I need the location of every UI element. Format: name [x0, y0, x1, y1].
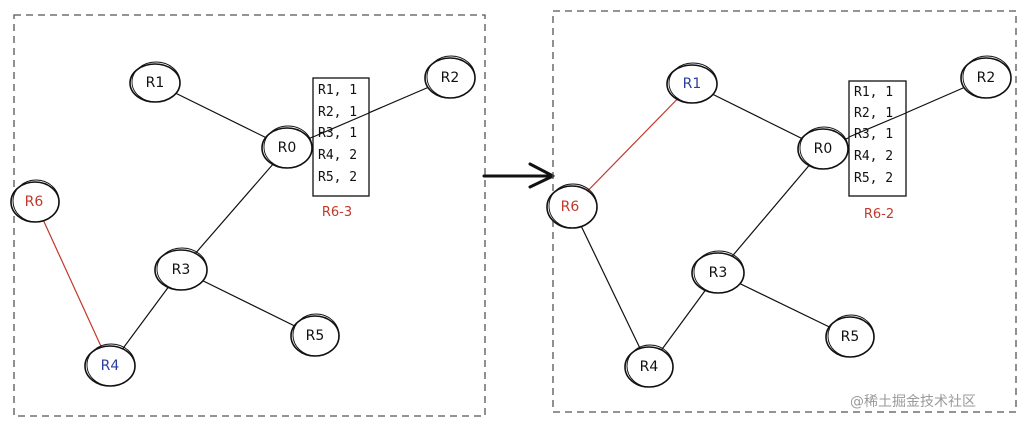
right-table-row: R3, 1: [854, 127, 893, 142]
right-table-row: R2, 1: [854, 106, 893, 121]
right-table-row: R5, 2: [854, 171, 893, 186]
left-node-r6-label: R6: [25, 194, 44, 210]
left-table-row: R4, 2: [318, 148, 357, 163]
left-node-r5: R5: [290, 313, 340, 357]
left-node-r6: R6: [10, 179, 60, 223]
left-node-r0: R0: [261, 125, 313, 169]
right-node-r6-label: R6: [561, 199, 580, 215]
right-edge-r6-r4: [571, 206, 650, 368]
right-edge-r0-r2-overlay: [848, 112, 907, 138]
left-edge-r6-r4: [34, 201, 111, 367]
left-node-r2-label: R2: [441, 70, 460, 86]
right-edge-r0-r3: [717, 148, 824, 274]
left-table-row: R2, 1: [318, 105, 357, 120]
left-node-r3-label: R3: [172, 262, 191, 278]
right-node-r3-label: R3: [709, 265, 728, 281]
right-node-r1-label: R1: [683, 76, 702, 92]
left-routing-table-box: [312, 77, 370, 197]
right-node-r2-label: R2: [977, 70, 996, 86]
right-routing-table: R1, 1 R2, 1 R3, 1 R4, 2 R5, 2: [848, 80, 907, 197]
watermark-text: @稀土掘金技术社区: [850, 394, 976, 410]
left-node-r0-label: R0: [278, 140, 297, 156]
left-edge-r0-r2-overlay: [312, 112, 370, 138]
left-node-r1: R1: [129, 61, 181, 103]
left-node-r3: R3: [154, 247, 208, 291]
right-table-row: R4, 2: [854, 149, 893, 164]
right-node-r4-label: R4: [640, 359, 659, 375]
right-node-r5: R5: [825, 314, 875, 358]
right-node-r6: R6: [546, 183, 598, 229]
right-panel: R1, 1 R2, 1 R3, 1 R4, 2 R5, 2 R6-2 R1 R2…: [546, 10, 1017, 413]
right-panel-frame: [552, 10, 1017, 413]
right-node-r2: R2: [960, 55, 1012, 99]
right-routing-table-box: [848, 80, 907, 197]
right-table-row: R1, 1: [854, 85, 893, 100]
right-node-r0: R0: [797, 126, 849, 170]
left-table-caption: R6-3: [322, 205, 352, 220]
right-node-r1: R1: [666, 62, 718, 104]
left-routing-table: R1, 1 R2, 1 R3, 1 R4, 2 R5, 2: [312, 77, 370, 197]
right-node-r3: R3: [691, 250, 745, 294]
right-node-r5-label: R5: [841, 329, 860, 345]
right-table-caption: R6-2: [864, 207, 894, 222]
transition-arrow-icon: [482, 162, 555, 189]
left-table-row: R1, 1: [318, 83, 357, 98]
left-table-row: R5, 2: [318, 170, 357, 185]
left-node-r4-label: R4: [101, 358, 120, 374]
left-node-r2: R2: [424, 55, 476, 99]
left-panel-frame: [13, 14, 486, 417]
right-edge-r6-r1: [571, 83, 693, 208]
left-edge-r0-r3: [180, 147, 288, 271]
left-node-r1-label: R1: [146, 75, 165, 91]
left-panel: R1, 1 R2, 1 R3, 1 R4, 2 R5, 2 R6-3 R1 R2…: [10, 14, 486, 417]
left-table-row: R3, 1: [318, 126, 357, 141]
right-node-r0-label: R0: [814, 141, 833, 157]
left-node-r5-label: R5: [306, 328, 325, 344]
right-node-r4: R4: [624, 344, 674, 388]
left-node-r4: R4: [84, 343, 136, 387]
